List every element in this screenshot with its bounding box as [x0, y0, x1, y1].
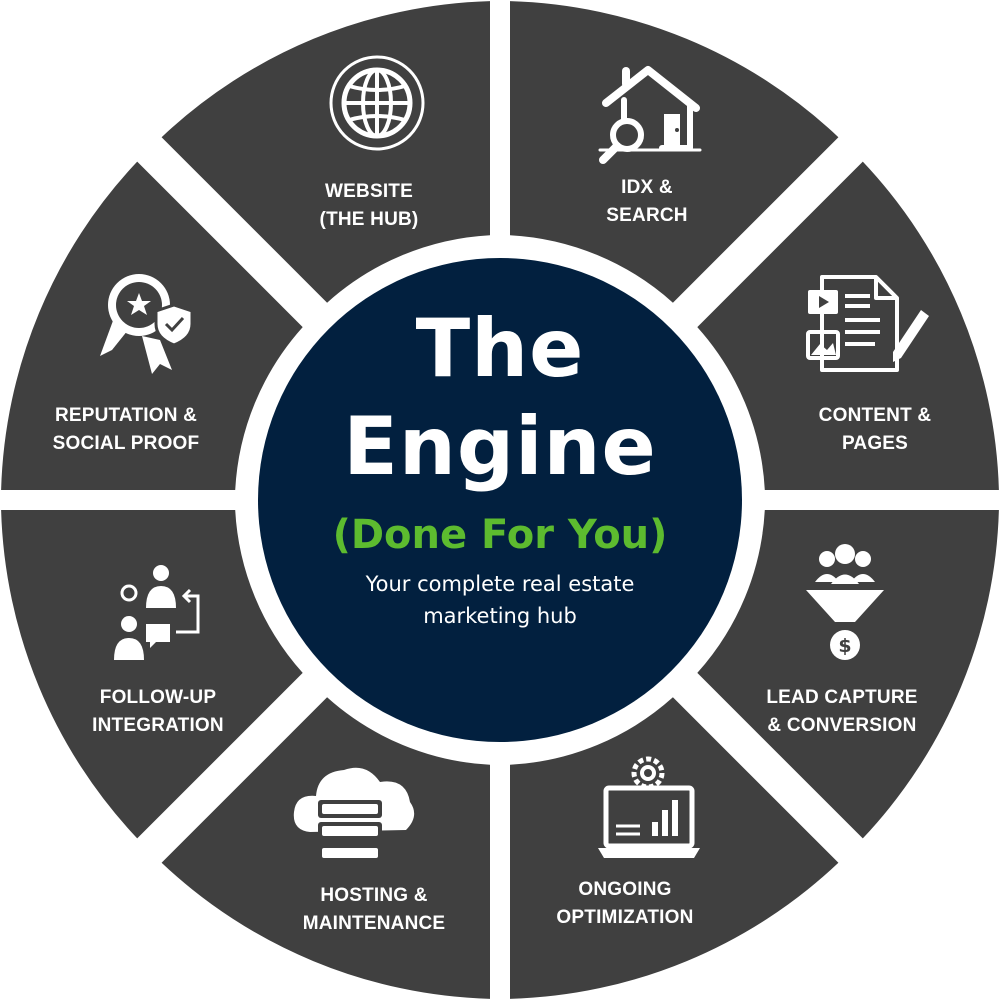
segment-content-pages	[697, 161, 999, 490]
cloud-server-icon	[293, 767, 415, 862]
segment-idx-search	[510, 1, 839, 303]
svg-text:$: $	[838, 635, 851, 657]
segment-label-idx-search: IDX &SEARCH	[606, 177, 688, 226]
analytics-gear-icon	[598, 756, 700, 858]
segment-label-lead-capture: LEAD CAPTURE& CONVERSION	[766, 687, 918, 736]
center-circle	[258, 258, 742, 742]
center-title: The Engine	[343, 302, 657, 493]
center-description: Your complete real estate marketing hub	[365, 572, 635, 628]
center-subtitle: (Done For You)	[332, 512, 668, 558]
funnel-dollar-icon: $	[806, 544, 884, 660]
center-block: The Engine (Done For You) Your complete …	[250, 300, 750, 632]
segment-website	[161, 1, 490, 303]
award-shield-icon	[100, 274, 194, 374]
segment-label-hosting-maintenance: HOSTING &MAINTENANCE	[302, 885, 446, 934]
house-search-icon	[598, 66, 702, 164]
segment-label-website: WEBSITE(THE HUB)	[319, 181, 419, 230]
content-pages-icon	[806, 275, 929, 372]
segment-lead-capture	[697, 510, 999, 839]
globe-icon	[329, 55, 425, 151]
follow-up-icon	[114, 565, 200, 660]
segment-label-reputation: REPUTATION &SOCIAL PROOF	[52, 405, 200, 454]
segment-label-content-pages: CONTENT &PAGES	[818, 405, 932, 454]
segment-follow-up	[1, 510, 303, 839]
